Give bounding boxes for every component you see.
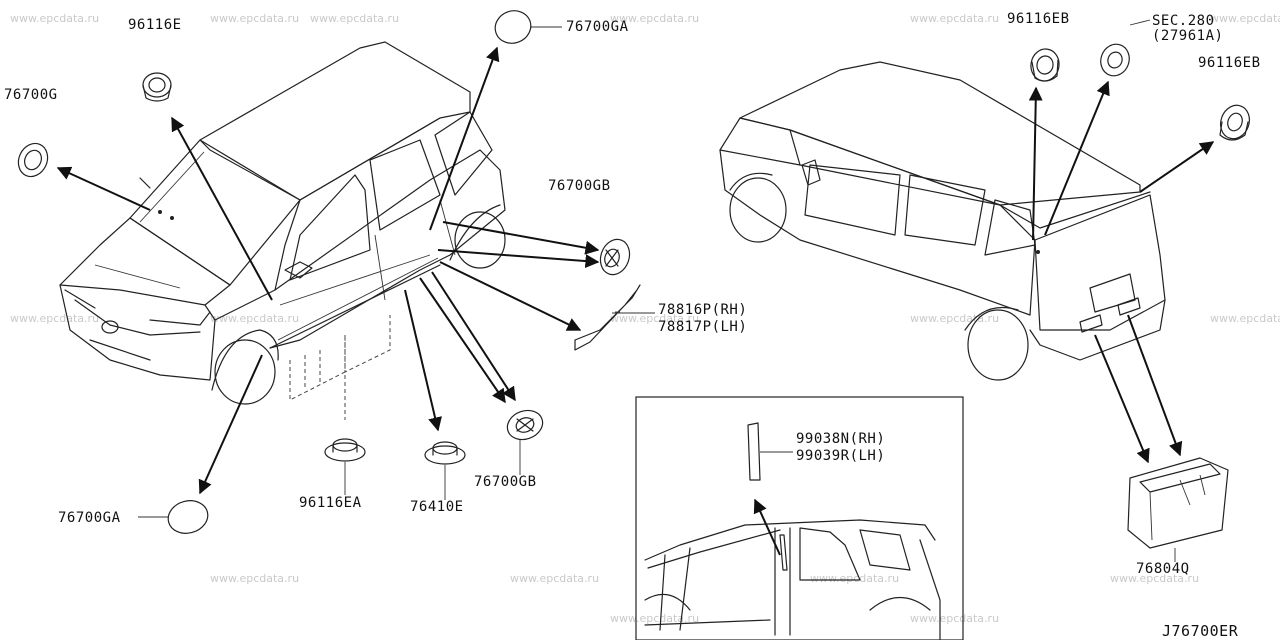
label-96116EB-top: 96116EB bbox=[1007, 11, 1070, 27]
inset-detail bbox=[635, 396, 964, 640]
grommet-96116E bbox=[142, 72, 172, 102]
label-76700GB-bottom: 76700GB bbox=[474, 474, 537, 490]
label-78817P: 78817P(LH) bbox=[658, 319, 748, 335]
arrow-sec280 bbox=[1044, 80, 1110, 236]
label-78816P: 78816P(RH) bbox=[658, 302, 748, 318]
rear-car-drawing bbox=[719, 61, 1166, 381]
arrow-76804Q-1 bbox=[1094, 334, 1150, 464]
label-76410E: 76410E bbox=[410, 499, 464, 515]
grommet-96116EA bbox=[324, 438, 366, 462]
label-76700G: 76700G bbox=[4, 87, 58, 103]
arrow-99038N bbox=[753, 498, 781, 556]
label-96116EA: 96116EA bbox=[299, 495, 362, 511]
label-sec280: SEC.280 bbox=[1152, 13, 1215, 29]
watermark: www.epcdata.ru bbox=[910, 12, 1000, 25]
watermark: www.epcdata.ru bbox=[510, 572, 600, 585]
grommet-76410E bbox=[424, 441, 466, 465]
watermark: www.epcdata.ru bbox=[610, 612, 700, 625]
cap-76700GA-bottom bbox=[167, 500, 209, 534]
label-76804Q: 76804Q bbox=[1136, 561, 1190, 577]
label-76700GA-bottom: 76700GA bbox=[58, 510, 121, 526]
arrow-96116E bbox=[171, 116, 273, 301]
watermark: www.epcdata.ru bbox=[910, 312, 1000, 325]
watermark: www.epcdata.ru bbox=[210, 312, 300, 325]
diagram-code: J76700ER bbox=[1162, 622, 1239, 640]
label-76700GB-right: 76700GB bbox=[548, 178, 611, 194]
watermark: www.epcdata.ru bbox=[210, 12, 300, 25]
arrow-76700GB-right-1 bbox=[442, 221, 600, 255]
grommet-96116EB-right bbox=[1219, 104, 1250, 141]
arrow-76700GB-bottom-2 bbox=[431, 271, 516, 402]
label-99039R: 99039R(LH) bbox=[796, 448, 886, 464]
watermark: www.epcdata.ru bbox=[910, 612, 1000, 625]
watermark: www.epcdata.ru bbox=[10, 312, 100, 325]
grommet-96116EB-top bbox=[1030, 48, 1060, 82]
label-99038N: 99038N(RH) bbox=[796, 431, 886, 447]
plug-76700GB-bottom bbox=[506, 409, 544, 441]
watermark: www.epcdata.ru bbox=[10, 12, 100, 25]
arrow-76804Q-2 bbox=[1127, 314, 1183, 457]
arrow-76700GB-right-2 bbox=[437, 249, 600, 269]
watermark: www.epcdata.ru bbox=[1110, 572, 1200, 585]
arrow-76700GB-bottom-1 bbox=[419, 277, 506, 404]
label-96116E: 96116E bbox=[128, 17, 182, 33]
lamp-cover-76804Q bbox=[1127, 457, 1229, 549]
arrow-76700G bbox=[56, 166, 151, 211]
watermark: www.epcdata.ru bbox=[1210, 312, 1280, 325]
arrow-96116EB-top bbox=[1028, 86, 1043, 241]
watermark: www.epcdata.ru bbox=[310, 12, 400, 25]
arrow-96116EB-right bbox=[1139, 141, 1215, 193]
label-96116EB-right: 96116EB bbox=[1198, 55, 1261, 71]
label-76700GA-top: 76700GA bbox=[566, 19, 629, 35]
watermark: www.epcdata.ru bbox=[610, 312, 700, 325]
arrow-76700GA-bottom bbox=[198, 354, 263, 495]
plug-76700GB-right bbox=[599, 238, 631, 276]
watermark: www.epcdata.ru bbox=[1210, 12, 1280, 25]
arrow-78816P bbox=[439, 261, 582, 331]
watermark: www.epcdata.ru bbox=[810, 572, 900, 585]
label-27961A: (27961A) bbox=[1152, 28, 1224, 44]
grommet-sec280 bbox=[1100, 43, 1130, 77]
arrow-76410E bbox=[404, 289, 442, 432]
cap-76700GA-top bbox=[494, 10, 532, 44]
arrow-76700GA-top bbox=[429, 46, 500, 231]
watermark: www.epcdata.ru bbox=[210, 572, 300, 585]
grommet-76700G bbox=[17, 142, 49, 178]
front-car-drawing bbox=[59, 41, 506, 420]
watermark: www.epcdata.ru bbox=[610, 12, 700, 25]
molding-78816P bbox=[574, 284, 641, 351]
